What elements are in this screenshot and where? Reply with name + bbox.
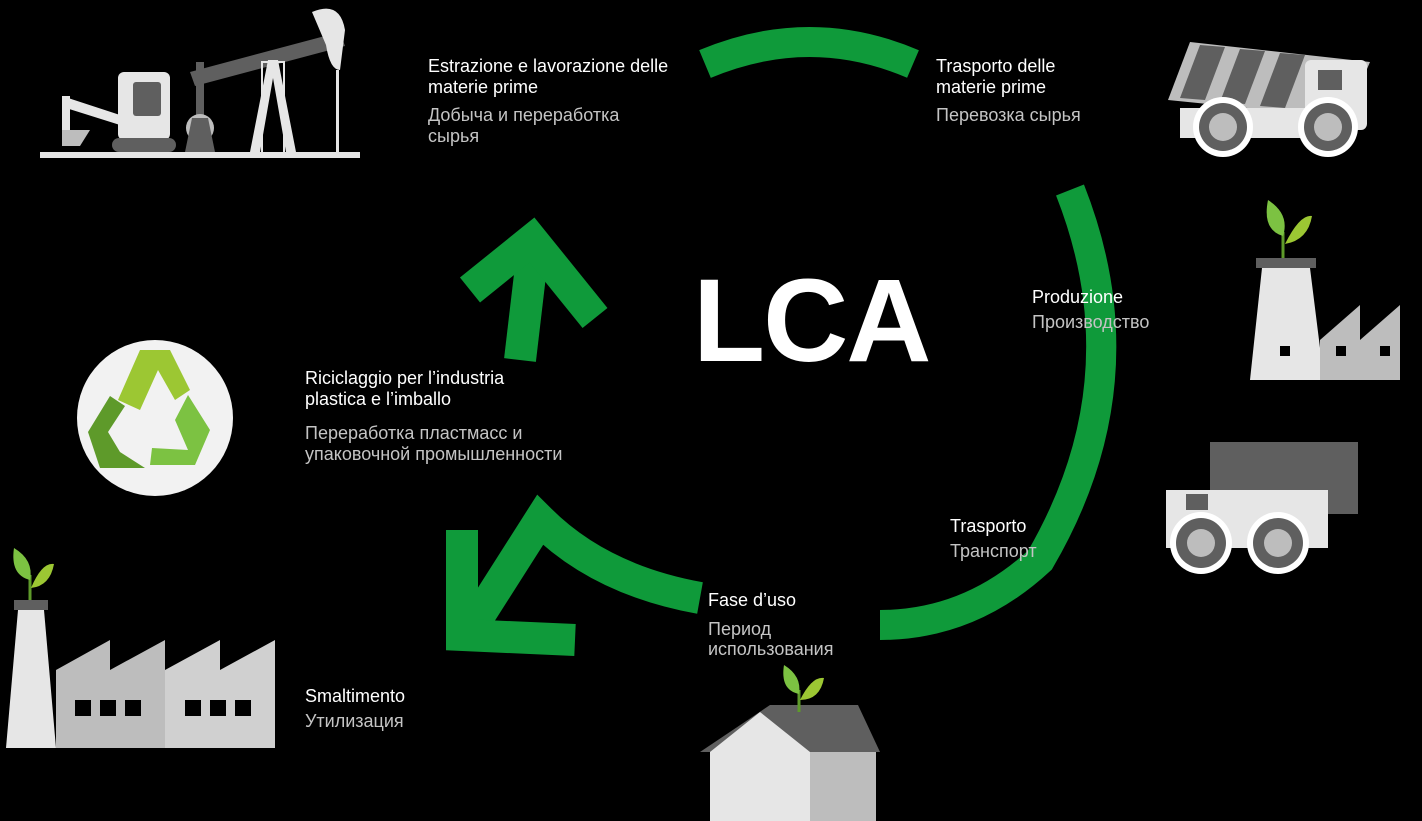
extraction-ru: Добыча и переработка сырья	[428, 105, 620, 147]
disposal-label: Smaltimento Утилизация	[305, 686, 465, 731]
production-it: Produzione	[1032, 287, 1124, 307]
green-factory-icon	[1250, 200, 1400, 380]
transport-raw-label: Trasporto delle materie prime Перевозка …	[936, 56, 1106, 126]
transport-raw-it: Trasporto delle materie prime	[936, 56, 1056, 97]
arrow-up	[504, 256, 548, 362]
production-ru: Производство	[1032, 311, 1150, 332]
factory-icon	[6, 548, 275, 748]
transport-ru: Транспорт	[950, 540, 1037, 561]
recycling-label: Riciclaggio per l’industria plastica e l…	[305, 368, 570, 465]
dump-truck-icon	[1168, 42, 1370, 157]
disposal-it: Smaltimento	[305, 686, 406, 706]
recycling-ru: Переработка пластмасс и упаковочной пром…	[305, 423, 563, 465]
use-label: Fase d’uso Период использования	[708, 590, 888, 660]
arrow-up-head	[459, 217, 608, 329]
lca-title: LCA	[693, 255, 932, 387]
extraction-label: Estrazione e lavorazione delle materie p…	[428, 56, 688, 147]
recycle-icon	[77, 340, 233, 496]
arrow-left	[456, 494, 703, 639]
transport-label: Trasporto Транспорт	[950, 516, 1100, 561]
use-ru: Период использования	[708, 618, 834, 660]
disposal-ru: Утилизация	[305, 710, 404, 731]
transport-it: Trasporto	[950, 516, 1027, 536]
excavator-pumpjack-icon	[40, 8, 360, 158]
arc-top	[699, 27, 919, 78]
cycle-arcs	[699, 27, 1117, 640]
use-it: Fase d’uso	[708, 590, 797, 610]
recycling-it: Riciclaggio per l’industria plastica e l…	[305, 368, 505, 409]
arrow-left-head	[446, 530, 576, 656]
extraction-it: Estrazione e lavorazione delle materie p…	[428, 56, 669, 97]
cycle-arrows	[446, 217, 703, 656]
production-label: Produzione Производство	[1032, 287, 1202, 332]
green-house-icon	[700, 665, 880, 821]
transport-raw-ru: Перевозка сырья	[936, 105, 1081, 126]
arc-right	[879, 184, 1117, 640]
box-truck-icon	[1166, 442, 1358, 574]
